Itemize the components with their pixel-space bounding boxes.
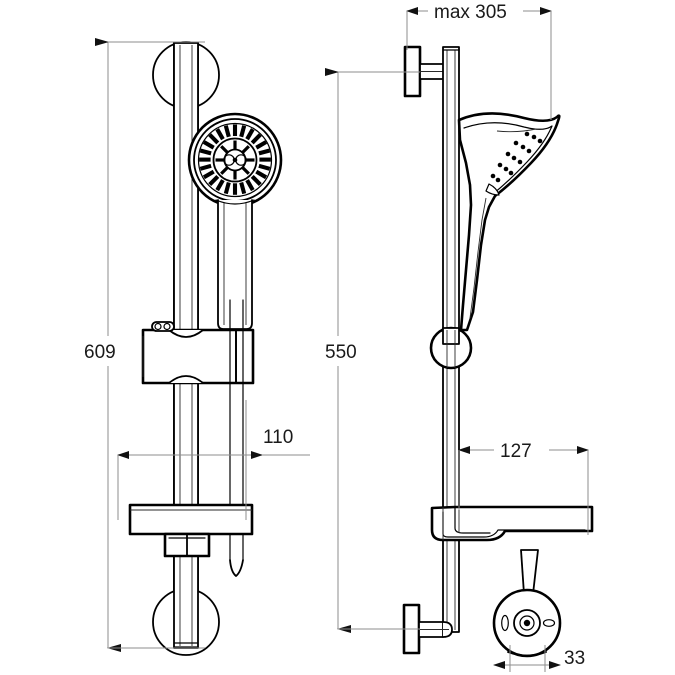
dimension-110-label: 110 [263,427,293,448]
soap-dish-side [430,505,594,542]
hand-shower-handle-front [215,199,255,330]
spray-outlet-dots-side [490,131,543,183]
dimension-609: 609 [80,38,205,652]
dimension-609-label: 609 [84,342,116,363]
spray-nozzle-ring-outer [199,124,271,195]
dimension-max-305-label: max 305 [434,2,507,23]
wall-plate-front [128,503,254,536]
dimension-33: 33 [493,645,585,672]
dimension-33-label: 33 [564,648,585,669]
slider-bracket-front [141,321,255,385]
dimension-550: 550 [322,68,420,633]
hand-shower-face-front [187,112,283,208]
side-view-group [402,45,594,658]
slider-knob-side [429,326,473,370]
wall-outlet-detail [492,549,562,658]
hand-shower-side [457,112,561,332]
dimension-127: 127 [458,441,589,535]
front-view-group [128,41,283,656]
dimension-127-label: 127 [500,441,532,462]
dimension-max-305: max 305 [406,2,552,120]
lower-fixing-block-front [163,532,211,558]
dimension-550-label: 550 [325,342,357,363]
dimension-110: 110 [117,400,316,520]
spray-nozzle-ring-inner [215,140,255,180]
